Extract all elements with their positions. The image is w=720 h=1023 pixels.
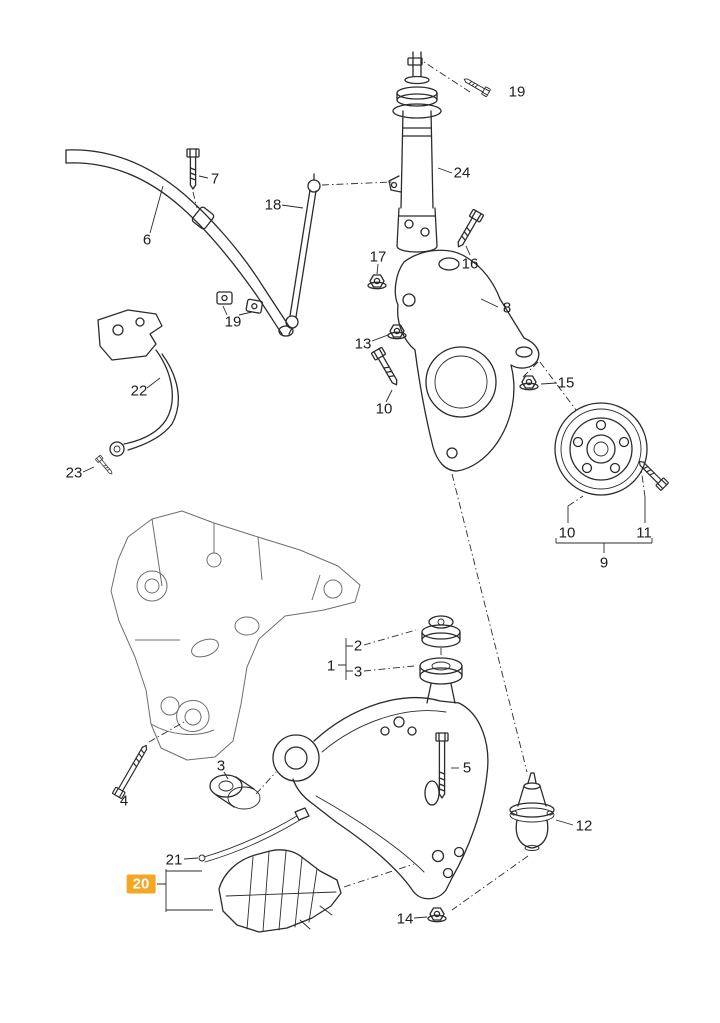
- callout-2[interactable]: 2: [353, 637, 363, 655]
- mount-bushing-group-drawing: [419, 615, 463, 685]
- callout-11[interactable]: 11: [636, 524, 652, 542]
- callout-10-hub[interactable]: 10: [558, 524, 576, 542]
- callout-20-highlighted[interactable]: 20: [126, 874, 156, 894]
- callout-22[interactable]: 22: [130, 382, 148, 400]
- stabilizer-clamp-drawing: [216, 291, 264, 314]
- bolt-11-drawing: [634, 456, 670, 492]
- callout-1[interactable]: 1: [326, 657, 336, 675]
- callout-17[interactable]: 17: [369, 248, 387, 266]
- stabilizer-link-drawing: [285, 173, 321, 335]
- strut-assembly-drawing: [388, 51, 442, 253]
- callout-10-knuckle[interactable]: 10: [375, 400, 393, 418]
- bolt-7-drawing: [186, 148, 200, 190]
- callout-15[interactable]: 15: [557, 374, 575, 392]
- callout-24[interactable]: 24: [453, 164, 471, 182]
- callout-5[interactable]: 5: [462, 759, 472, 777]
- screw-23-drawing: [94, 454, 115, 477]
- wheel-hub-drawing: [554, 402, 648, 496]
- subframe-drawing: [110, 510, 361, 761]
- nut-17-drawing: [367, 274, 387, 290]
- callout-16[interactable]: 16: [461, 255, 479, 273]
- callout-12[interactable]: 12: [575, 817, 593, 835]
- callout-14[interactable]: 14: [396, 910, 414, 928]
- callout-18[interactable]: 18: [264, 196, 282, 214]
- callout-3-mount[interactable]: 3: [353, 663, 363, 681]
- nut-13-drawing: [387, 324, 407, 340]
- ball-joint-drawing: [509, 772, 555, 851]
- callout-19-clamps[interactable]: 19: [224, 313, 242, 331]
- bolt-4-drawing: [111, 742, 152, 800]
- strut-top-bolt-drawing: [461, 75, 492, 98]
- bolt-16-drawing: [452, 208, 485, 251]
- cover-20-drawing: [218, 849, 342, 933]
- callout-23[interactable]: 23: [65, 464, 83, 482]
- callout-13[interactable]: 13: [354, 335, 372, 353]
- callout-6[interactable]: 6: [142, 231, 152, 249]
- callout-19-strut-bolt[interactable]: 19: [508, 83, 526, 101]
- control-arm-drawing: [272, 683, 489, 900]
- bolt-10-knuckle-drawing: [370, 346, 403, 389]
- callout-3-bushing[interactable]: 3: [216, 757, 226, 775]
- nut-14-drawing: [427, 907, 447, 923]
- cable-tie-drawing: [198, 807, 310, 863]
- callout-8[interactable]: 8: [502, 299, 512, 317]
- front-bushing-drawing: [209, 774, 261, 810]
- assembly-axis-lines: [148, 61, 646, 911]
- callout-4[interactable]: 4: [119, 792, 129, 810]
- stabilizer-bar-drawing: [65, 149, 294, 337]
- steering-knuckle-drawing: [394, 249, 540, 472]
- callout-9[interactable]: 9: [599, 554, 609, 572]
- bracket-22-drawing: [97, 309, 179, 457]
- callout-21[interactable]: 21: [165, 851, 183, 869]
- leader-lines: [82, 167, 653, 919]
- callout-7[interactable]: 7: [210, 170, 220, 188]
- nut-15-drawing: [519, 375, 539, 391]
